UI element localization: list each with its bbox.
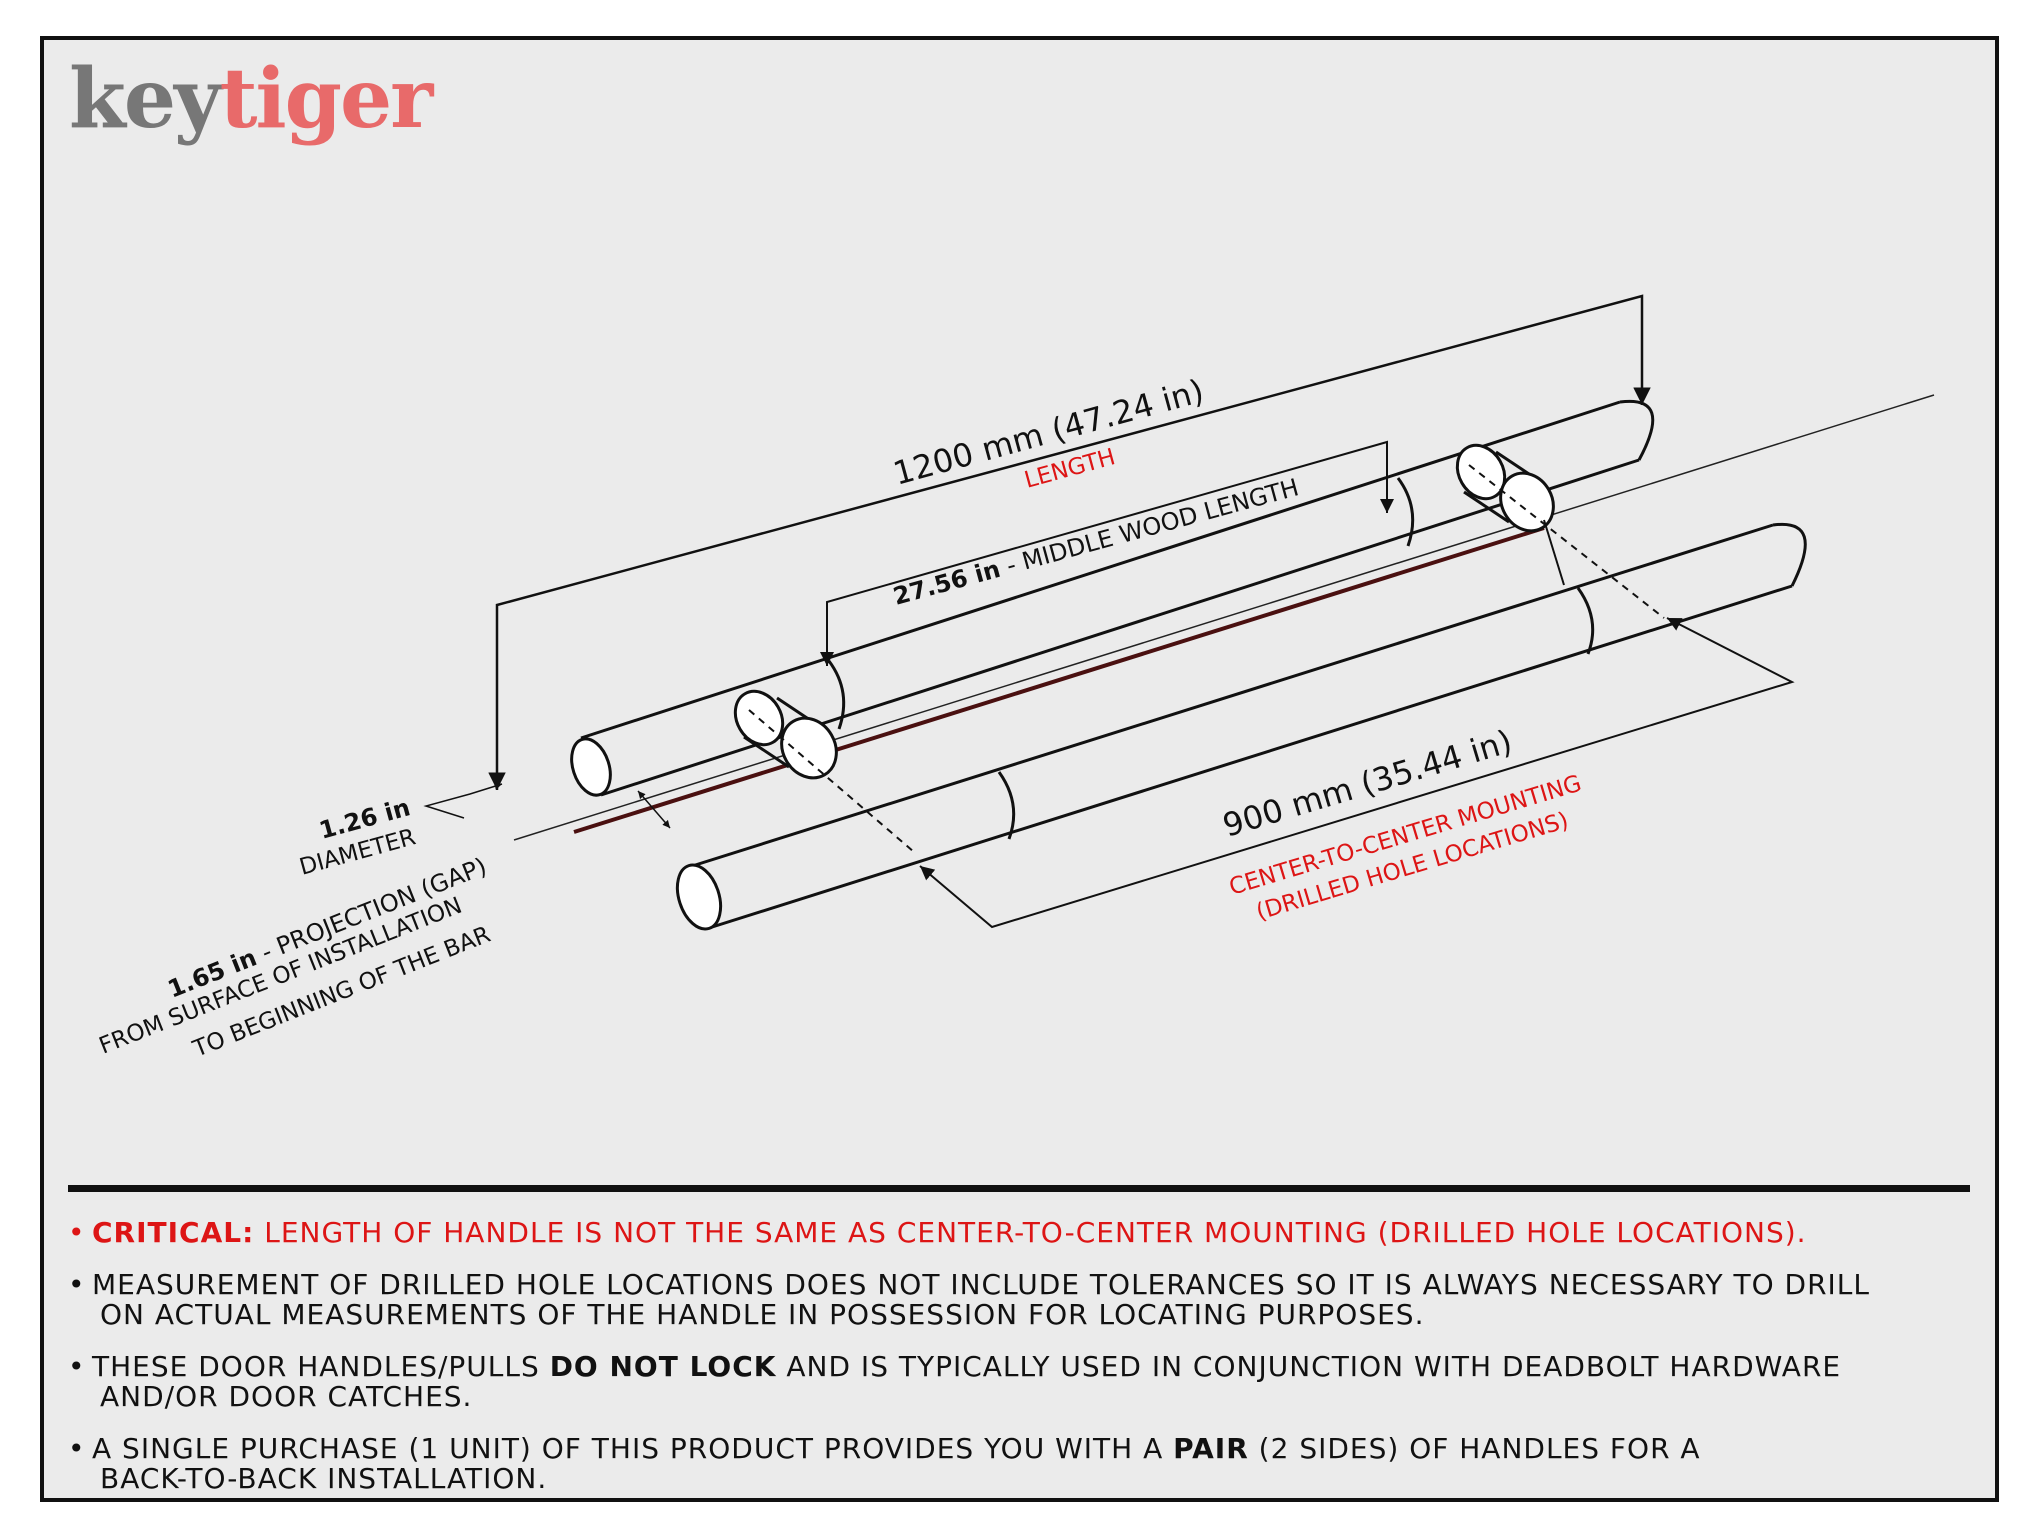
bullet: • — [68, 1216, 86, 1249]
note3-b: AND IS TYPICALLY USED IN CONJUNCTION WIT… — [776, 1350, 1842, 1383]
logo-key: key — [69, 51, 222, 147]
note3-bold: DO NOT LOCK — [549, 1350, 777, 1383]
spec-sheet-frame: keytiger — [40, 36, 1999, 1502]
handle-diagram: 1200 mm (47.24 in) LENGTH 27.56 in - MID… — [96, 294, 1935, 1063]
note3-a: THESE DOOR HANDLES/PULLS — [92, 1350, 550, 1383]
diameter-leader — [423, 782, 503, 819]
projection-arrow — [637, 790, 671, 829]
keytiger-logo: keytiger — [69, 50, 434, 148]
installation-surface-line — [513, 394, 1935, 841]
note-no-lock: • THESE DOOR HANDLES/PULLS DO NOT LOCK A… — [68, 1352, 1970, 1412]
wood-value: 27.56 in — [890, 555, 1003, 611]
bullet: • — [68, 1350, 86, 1383]
note-critical: • CRITICAL: LENGTH OF HANDLE IS NOT THE … — [68, 1218, 1970, 1248]
section-divider — [68, 1185, 1970, 1192]
note-tolerances: • MEASUREMENT OF DRILLED HOLE LOCATIONS … — [68, 1270, 1970, 1330]
note3-line2: AND/OR DOOR CATCHES. — [100, 1380, 473, 1413]
note2-line1: MEASUREMENT OF DRILLED HOLE LOCATIONS DO… — [92, 1268, 1870, 1301]
note-pair: • A SINGLE PURCHASE (1 UNIT) OF THIS PRO… — [68, 1434, 1970, 1494]
bullet: • — [68, 1432, 86, 1465]
note4-a: A SINGLE PURCHASE (1 UNIT) OF THIS PRODU… — [92, 1432, 1174, 1465]
length-dimension-line — [488, 294, 1651, 790]
critical-label: CRITICAL: — [92, 1216, 255, 1249]
notes-list: • CRITICAL: LENGTH OF HANDLE IS NOT THE … — [68, 1218, 1970, 1516]
logo-tiger: tiger — [219, 51, 434, 147]
projection-line-1: 1.65 in - PROJECTION (GAP) — [164, 852, 491, 1003]
critical-text: LENGTH OF HANDLE IS NOT THE SAME AS CENT… — [254, 1216, 1807, 1249]
note4-b: (2 SIDES) OF HANDLES FOR A — [1248, 1432, 1701, 1465]
cc-dimension-line — [919, 617, 1795, 929]
note4-line2: BACK-TO-BACK INSTALLATION. — [100, 1462, 548, 1495]
note2-line2: ON ACTUAL MEASUREMENTS OF THE HANDLE IN … — [100, 1298, 1425, 1331]
note4-bold: PAIR — [1173, 1432, 1249, 1465]
wood-dimension-line — [820, 440, 1394, 666]
bullet: • — [68, 1268, 86, 1301]
